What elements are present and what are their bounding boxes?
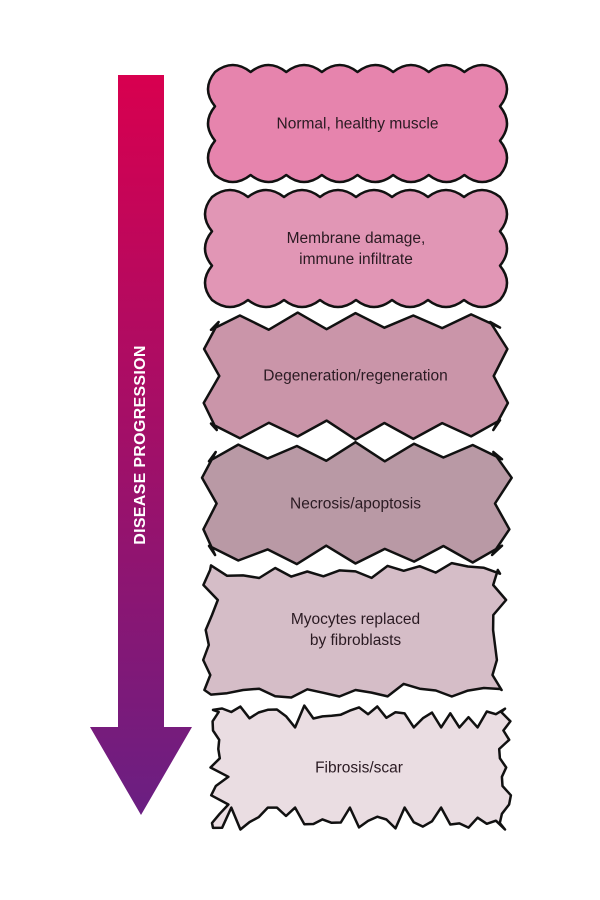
progression-arrow xyxy=(90,75,192,815)
stage-label-1: Normal, healthy muscle xyxy=(276,115,439,132)
stage-box-1 xyxy=(206,63,509,184)
arrow-label: DISEASE PROGRESSION xyxy=(132,345,149,545)
stage-box-2 xyxy=(203,188,509,309)
stage-box-4 xyxy=(200,440,513,566)
stage-label-6: Fibrosis/scar xyxy=(315,759,403,776)
stage-label-4: Necrosis/apoptosis xyxy=(290,495,421,512)
stage-box-6 xyxy=(209,704,513,831)
stage-box-3 xyxy=(202,311,510,441)
stage-label-5: Myocytes replaced by fibroblasts xyxy=(290,611,421,649)
stage-box-5 xyxy=(201,561,508,699)
stage-label-2: Membrane damage, immune infiltrate xyxy=(286,229,426,268)
stage-label-3: Degeneration/regeneration xyxy=(263,367,448,385)
